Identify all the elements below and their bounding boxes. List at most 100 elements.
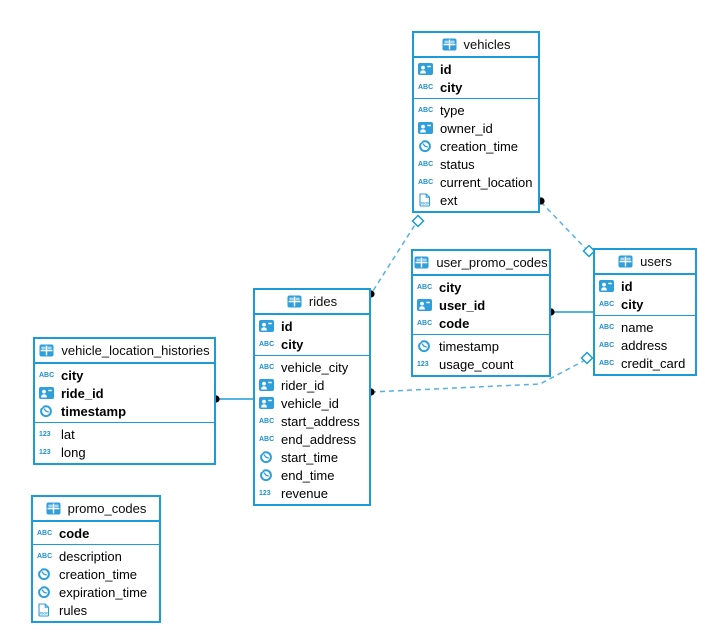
column-name: lat bbox=[61, 426, 75, 442]
column-name: ride_id bbox=[61, 385, 104, 401]
column-name: current_location bbox=[440, 174, 533, 190]
column-name: long bbox=[61, 444, 86, 460]
diamond-marker bbox=[411, 214, 425, 228]
column-name: type bbox=[440, 102, 465, 118]
column-row-name[interactable]: ABC name bbox=[595, 318, 695, 336]
column-row-city[interactable]: ABC city bbox=[595, 295, 695, 313]
column-row-user_id[interactable]: user_id bbox=[413, 296, 549, 314]
text-type-icon: ABC bbox=[37, 552, 54, 559]
text-type-icon-label: ABC bbox=[599, 300, 615, 308]
id-type-icon bbox=[418, 63, 435, 75]
column-name: city bbox=[621, 296, 644, 312]
column-name: name bbox=[621, 319, 654, 335]
column-row-id[interactable]: id bbox=[255, 317, 369, 335]
column-row-type[interactable]: ABC type bbox=[414, 101, 538, 119]
text-type-icon: ABC bbox=[418, 83, 435, 90]
column-row-creation_time[interactable]: creation_time bbox=[414, 137, 538, 155]
text-type-icon-label: ABC bbox=[599, 323, 615, 331]
column-name: creation_time bbox=[440, 138, 519, 154]
table-header[interactable]: users bbox=[595, 250, 695, 275]
column-row-rider_id[interactable]: rider_id bbox=[255, 376, 369, 394]
text-type-icon-label: ABC bbox=[37, 529, 53, 537]
column-row-start_time[interactable]: start_time bbox=[255, 448, 369, 466]
column-name: description bbox=[59, 548, 122, 564]
text-type-icon: ABC bbox=[418, 160, 435, 167]
text-type-icon: ABC bbox=[39, 371, 56, 379]
column-row-end_time[interactable]: end_time bbox=[255, 466, 369, 484]
column-name: owner_id bbox=[440, 120, 493, 136]
id-type-icon bbox=[259, 397, 276, 409]
table-header[interactable]: vehicle_location_histories bbox=[35, 339, 214, 364]
column-row-id[interactable]: id bbox=[595, 277, 695, 295]
text-type-icon: ABC bbox=[599, 300, 616, 308]
text-type-icon-label: ABC bbox=[259, 363, 275, 371]
table-title: vehicle_location_histories bbox=[61, 343, 210, 358]
column-name: vehicle_id bbox=[281, 395, 339, 411]
column-row-owner_id[interactable]: owner_id bbox=[414, 119, 538, 137]
timestamp-type-icon bbox=[417, 339, 434, 353]
column-row-creation_time[interactable]: creation_time bbox=[33, 565, 159, 583]
column-row-id[interactable]: id bbox=[414, 60, 538, 78]
table-header[interactable]: rides bbox=[255, 290, 369, 315]
column-row-timestamp[interactable]: timestamp bbox=[413, 337, 549, 355]
relation-rides-vehicles bbox=[370, 225, 416, 295]
column-name: id bbox=[281, 318, 293, 334]
table-icon bbox=[442, 38, 459, 51]
text-type-icon: ABC bbox=[599, 341, 616, 348]
id-type-icon bbox=[259, 320, 276, 332]
column-row-expiration_time[interactable]: expiration_time bbox=[33, 583, 159, 601]
column-row-code[interactable]: ABC code bbox=[33, 524, 159, 542]
text-type-icon-label: ABC bbox=[417, 283, 433, 291]
column-name: creation_time bbox=[59, 566, 138, 582]
table-header[interactable]: user_promo_codes bbox=[413, 251, 549, 276]
column-name: ext bbox=[440, 192, 458, 208]
text-type-icon: ABC bbox=[599, 323, 616, 331]
column-row-timestamp[interactable]: timestamp bbox=[35, 402, 214, 420]
column-row-vehicle_id[interactable]: vehicle_id bbox=[255, 394, 369, 412]
column-name: usage_count bbox=[439, 356, 514, 372]
column-name: code bbox=[59, 525, 90, 541]
text-type-icon: ABC bbox=[418, 106, 435, 113]
table-icon bbox=[39, 344, 56, 357]
timestamp-type-icon bbox=[37, 567, 54, 581]
table-title: promo_codes bbox=[67, 501, 147, 516]
column-row-ride_id[interactable]: ride_id bbox=[35, 384, 214, 402]
text-type-icon-label: ABC bbox=[259, 417, 275, 425]
text-type-icon-label: ABC bbox=[39, 371, 55, 379]
table-header[interactable]: vehicles bbox=[414, 33, 538, 58]
number-type-icon-label: 123 bbox=[259, 489, 271, 497]
table-header[interactable]: promo_codes bbox=[33, 497, 159, 522]
column-name: rules bbox=[59, 602, 88, 618]
column-row-description[interactable]: ABC description bbox=[33, 547, 159, 565]
